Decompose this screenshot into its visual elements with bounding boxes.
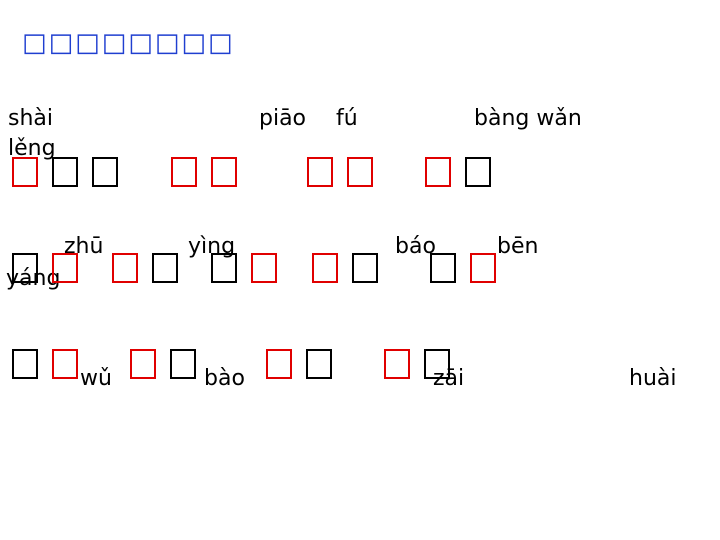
character-box (12, 253, 38, 283)
pinyin-label: wǔ (80, 366, 112, 391)
character-box (211, 253, 237, 283)
pinyin-label: bào (204, 366, 245, 391)
character-box (211, 157, 237, 187)
pinyin-label: bēn (497, 234, 539, 259)
character-box (384, 349, 410, 379)
character-box (52, 157, 78, 187)
character-box (352, 253, 378, 283)
character-box (112, 253, 138, 283)
pinyin-label: shài (8, 106, 53, 131)
character-box (251, 253, 277, 283)
pinyin-label: bàng wǎn (474, 106, 582, 131)
character-box (425, 157, 451, 187)
pinyin-label: yáng (6, 266, 61, 291)
character-box (52, 349, 78, 379)
character-box (424, 349, 450, 379)
character-box (307, 157, 333, 187)
pinyin-label: piāo (259, 106, 307, 131)
character-box (52, 253, 78, 283)
character-box (465, 157, 491, 187)
character-box (171, 157, 197, 187)
character-box (430, 253, 456, 283)
character-box (306, 349, 332, 379)
character-box (12, 349, 38, 379)
pinyin-label: fú (336, 106, 358, 131)
pinyin-label: lěng (8, 136, 56, 161)
page-title: □□□□□□□□ (22, 28, 235, 58)
character-box (152, 253, 178, 283)
character-box (347, 157, 373, 187)
character-box (92, 157, 118, 187)
character-box (470, 253, 496, 283)
pinyin-label: huài (629, 366, 677, 391)
pinyin-label: báo (395, 234, 436, 259)
character-box (312, 253, 338, 283)
character-box (266, 349, 292, 379)
character-box (170, 349, 196, 379)
character-box (12, 157, 38, 187)
character-box (130, 349, 156, 379)
